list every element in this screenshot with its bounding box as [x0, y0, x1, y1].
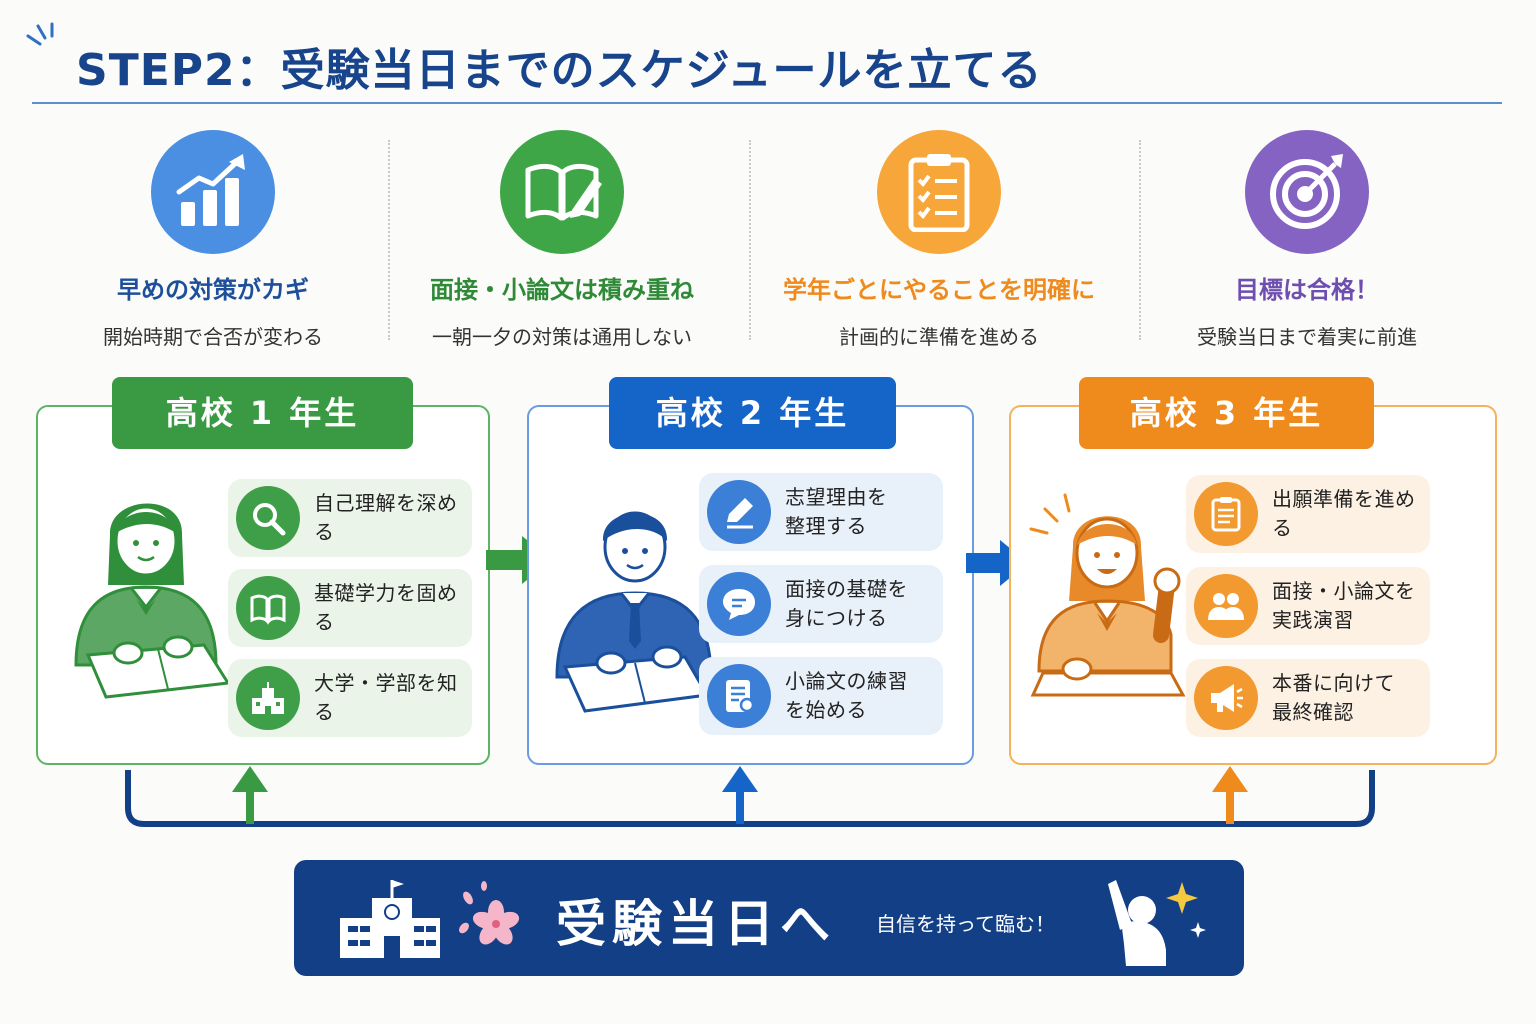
book-pen-icon	[500, 130, 624, 254]
task-label: 面接・小論文を 実践演習	[1272, 579, 1416, 632]
task-card: 志望理由を 整理する	[699, 473, 943, 551]
divider	[388, 140, 390, 340]
student-girl-illustration	[74, 503, 231, 699]
accent-marks-icon	[26, 22, 54, 46]
year3-tab: 高校 3 年生	[1079, 377, 1374, 449]
task-label: 面接の基礎を 身につける	[785, 577, 908, 630]
year3-panel: 出願準備を進める 面接・小論文を 実践演習 本番に向けて 最終確認	[1009, 405, 1497, 765]
clipboard-icon	[1194, 482, 1258, 546]
task-card: 面接・小論文を 実践演習	[1186, 567, 1430, 645]
point-early-prep: 早めの対策がカギ 開始時期で合否が変わる	[33, 130, 393, 350]
school-building-icon	[340, 880, 440, 958]
pen-icon	[707, 480, 771, 544]
task-card: 面接の基礎を 身につける	[699, 565, 943, 643]
year1-tab: 高校 1 年生	[112, 377, 413, 449]
student-girl-cheering-illustration	[1029, 493, 1186, 697]
point-title: 面接・小論文は積み重ね	[430, 276, 694, 304]
timeline-connector	[125, 766, 1375, 827]
task-label: 自己理解を深める	[314, 491, 458, 544]
goal-title: 受験当日へ	[556, 895, 836, 953]
point-clear-plan: 学年ごとにやることを明確に 計画的に準備を進める	[759, 130, 1119, 350]
point-title: 学年ごとにやることを明確に	[783, 276, 1095, 304]
task-label: 志望理由を 整理する	[785, 485, 888, 538]
speech-bubble-icon	[707, 572, 771, 636]
task-label: 出願準備を進める	[1272, 487, 1416, 540]
university-icon	[236, 666, 300, 730]
student-boy-illustration	[555, 511, 713, 713]
point-subtitle: 計画的に準備を進める	[839, 325, 1039, 349]
task-card: 自己理解を深める	[228, 479, 472, 557]
task-card: 本番に向けて 最終確認	[1186, 659, 1430, 737]
goal-banner: 受験当日へ 自信を持って臨む！	[294, 860, 1244, 976]
point-subtitle: 開始時期で合否が変わる	[103, 325, 323, 349]
task-label: 本番に向けて 最終確認	[1272, 671, 1395, 724]
task-card: 大学・学部を知る	[228, 659, 472, 737]
point-title: 目標は合格！	[1235, 276, 1379, 304]
task-label: 大学・学部を知る	[314, 671, 458, 724]
cherry-blossom-icon	[459, 881, 520, 945]
megaphone-icon	[1194, 666, 1258, 730]
document-icon	[707, 664, 771, 728]
divider	[1139, 140, 1141, 340]
point-title: 早めの対策がカギ	[117, 276, 309, 304]
task-card: 小論文の練習 を始める	[699, 657, 943, 735]
year2-panel: 志望理由を 整理する 面接の基礎を 身につける 小論文の練習 を始める	[527, 405, 974, 765]
people-icon	[1194, 574, 1258, 638]
title-divider	[32, 102, 1502, 104]
goal-subtitle: 自信を持って臨む！	[876, 912, 1055, 936]
task-card: 出願準備を進める	[1186, 475, 1430, 553]
divider	[749, 140, 751, 340]
magnifier-icon	[236, 486, 300, 550]
year2-tab: 高校 2 年生	[609, 377, 896, 449]
point-interview-essay: 面接・小論文は積み重ね 一朝一夕の対策は通用しない	[382, 130, 742, 350]
point-subtitle: 受験当日まで着実に前進	[1197, 325, 1417, 349]
point-subtitle: 一朝一夕の対策は通用しない	[432, 325, 692, 349]
clipboard-checklist-icon	[877, 130, 1001, 254]
book-icon	[236, 576, 300, 640]
raised-fist-person-icon	[1108, 880, 1206, 966]
task-label: 基礎学力を固める	[314, 581, 458, 634]
growth-chart-icon	[151, 130, 275, 254]
target-icon	[1245, 130, 1369, 254]
point-goal: 目標は合格！ 受験当日まで着実に前進	[1127, 130, 1487, 350]
year1-panel: 自己理解を深める 基礎学力を固める 大学・学部を知る	[36, 405, 490, 765]
page-title: STEP2：受験当日までのスケジュールを立てる	[76, 45, 1043, 96]
task-label: 小論文の練習 を始める	[785, 669, 908, 722]
task-card: 基礎学力を固める	[228, 569, 472, 647]
